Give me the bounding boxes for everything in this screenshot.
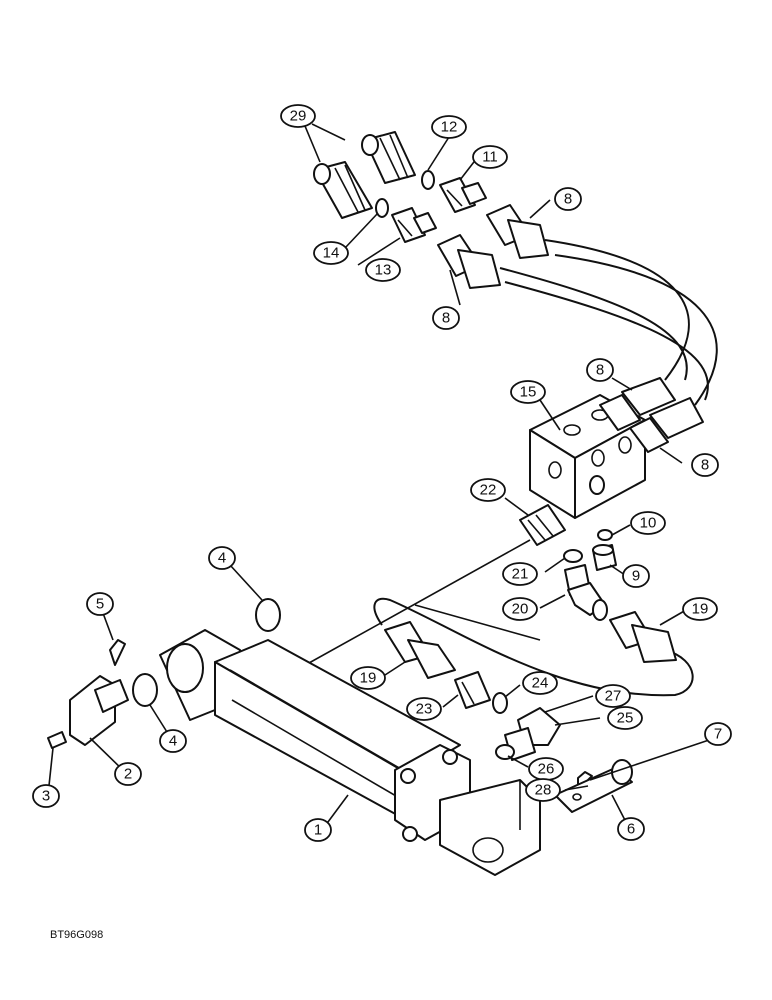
- callout-14: 14: [313, 241, 349, 265]
- adapter-11: [439, 177, 487, 213]
- callout-2: 2: [114, 762, 142, 786]
- hose-end-19-left: [384, 621, 456, 679]
- svg-text:19: 19: [360, 670, 377, 687]
- callout-25: 25: [607, 706, 643, 730]
- svg-text:13: 13: [375, 262, 392, 279]
- svg-text:8: 8: [442, 310, 450, 327]
- pin-2: [69, 675, 129, 746]
- figure-code: BT96G098: [50, 929, 103, 941]
- callout-23: 23: [406, 697, 442, 721]
- svg-text:20: 20: [512, 601, 529, 618]
- svg-text:25: 25: [617, 710, 634, 727]
- svg-text:7: 7: [714, 726, 722, 743]
- svg-text:26: 26: [538, 761, 555, 778]
- seal-10: [597, 529, 613, 541]
- callout-15: 15: [510, 380, 546, 404]
- svg-text:8: 8: [596, 362, 604, 379]
- svg-text:29: 29: [290, 108, 307, 125]
- quick-coupler-upper: [361, 131, 416, 184]
- callout-27: 27: [595, 684, 631, 708]
- callout-6: 6: [617, 817, 645, 841]
- callout-8-valve-top: 8: [586, 358, 614, 382]
- hose-lines: [299, 239, 718, 697]
- callout-20: 20: [502, 597, 538, 621]
- callout-9: 9: [622, 564, 650, 588]
- svg-text:6: 6: [627, 821, 635, 838]
- callout-3: 3: [32, 784, 60, 808]
- callout-19-left: 19: [350, 666, 386, 690]
- callout-28: 28: [525, 778, 561, 802]
- svg-text:1: 1: [314, 822, 322, 839]
- callout-12: 12: [431, 115, 467, 139]
- svg-text:9: 9: [632, 568, 640, 585]
- callout-26: 26: [528, 757, 564, 781]
- svg-text:3: 3: [42, 788, 50, 805]
- washer-4-lower: [132, 673, 158, 707]
- callout-8-left: 8: [432, 306, 460, 330]
- svg-text:4: 4: [169, 733, 177, 750]
- washer-4-upper: [255, 598, 281, 632]
- adapter-23: [454, 671, 491, 709]
- hose-end-19-right: [609, 611, 677, 663]
- svg-text:12: 12: [441, 119, 458, 136]
- leader-lines: [47, 123, 716, 827]
- svg-text:21: 21: [512, 566, 529, 583]
- o-ring-14: [375, 198, 389, 218]
- svg-text:19: 19: [692, 601, 709, 618]
- callout-11: 11: [472, 145, 508, 169]
- fitting-22: [519, 504, 566, 546]
- svg-text:8: 8: [564, 191, 572, 208]
- o-ring-26: [495, 744, 515, 760]
- hose-end-upper-left: [437, 234, 501, 289]
- svg-text:11: 11: [482, 149, 498, 166]
- svg-text:27: 27: [605, 688, 622, 705]
- plug-9: [592, 544, 617, 571]
- svg-text:23: 23: [416, 701, 433, 718]
- o-ring-12: [421, 170, 435, 190]
- svg-text:22: 22: [480, 482, 497, 499]
- svg-text:2: 2: [124, 766, 132, 783]
- elbow-20: [564, 564, 608, 621]
- o-ring-24: [492, 692, 508, 714]
- quick-coupler-lower: [313, 161, 373, 219]
- svg-text:28: 28: [535, 782, 552, 799]
- svg-text:15: 15: [520, 384, 537, 401]
- callout-22: 22: [470, 478, 506, 502]
- callout-29: 29: [280, 104, 316, 128]
- set-screw-3: [47, 731, 67, 749]
- o-ring-21: [563, 549, 583, 563]
- callout-4-lower: 4: [159, 729, 187, 753]
- callout-4-upper: 4: [208, 546, 236, 570]
- svg-text:8: 8: [701, 457, 709, 474]
- callout-21: 21: [502, 562, 538, 586]
- callout-19-right: 19: [682, 597, 718, 621]
- hose-end-upper-right: [486, 204, 549, 259]
- svg-text:14: 14: [323, 245, 340, 262]
- callout-7: 7: [704, 722, 732, 746]
- svg-text:5: 5: [96, 596, 104, 613]
- callout-1: 1: [304, 818, 332, 842]
- svg-text:4: 4: [218, 550, 226, 567]
- callout-8-valve-bottom: 8: [691, 453, 719, 477]
- callout-8-top: 8: [554, 187, 582, 211]
- hose-end-valve-lower: [629, 397, 704, 453]
- svg-text:24: 24: [532, 675, 549, 692]
- hydraulic-cylinder: [159, 629, 541, 876]
- valve-block: [529, 394, 646, 519]
- hose-end-valve-upper: [599, 377, 676, 431]
- pin-6: [554, 759, 633, 813]
- callout-10: 10: [630, 511, 666, 535]
- callout-24: 24: [522, 671, 558, 695]
- cotter-pin-5: [109, 639, 126, 666]
- svg-text:10: 10: [640, 515, 657, 532]
- callout-13: 13: [365, 258, 401, 282]
- adapter-13: [391, 207, 437, 243]
- callout-5: 5: [86, 592, 114, 616]
